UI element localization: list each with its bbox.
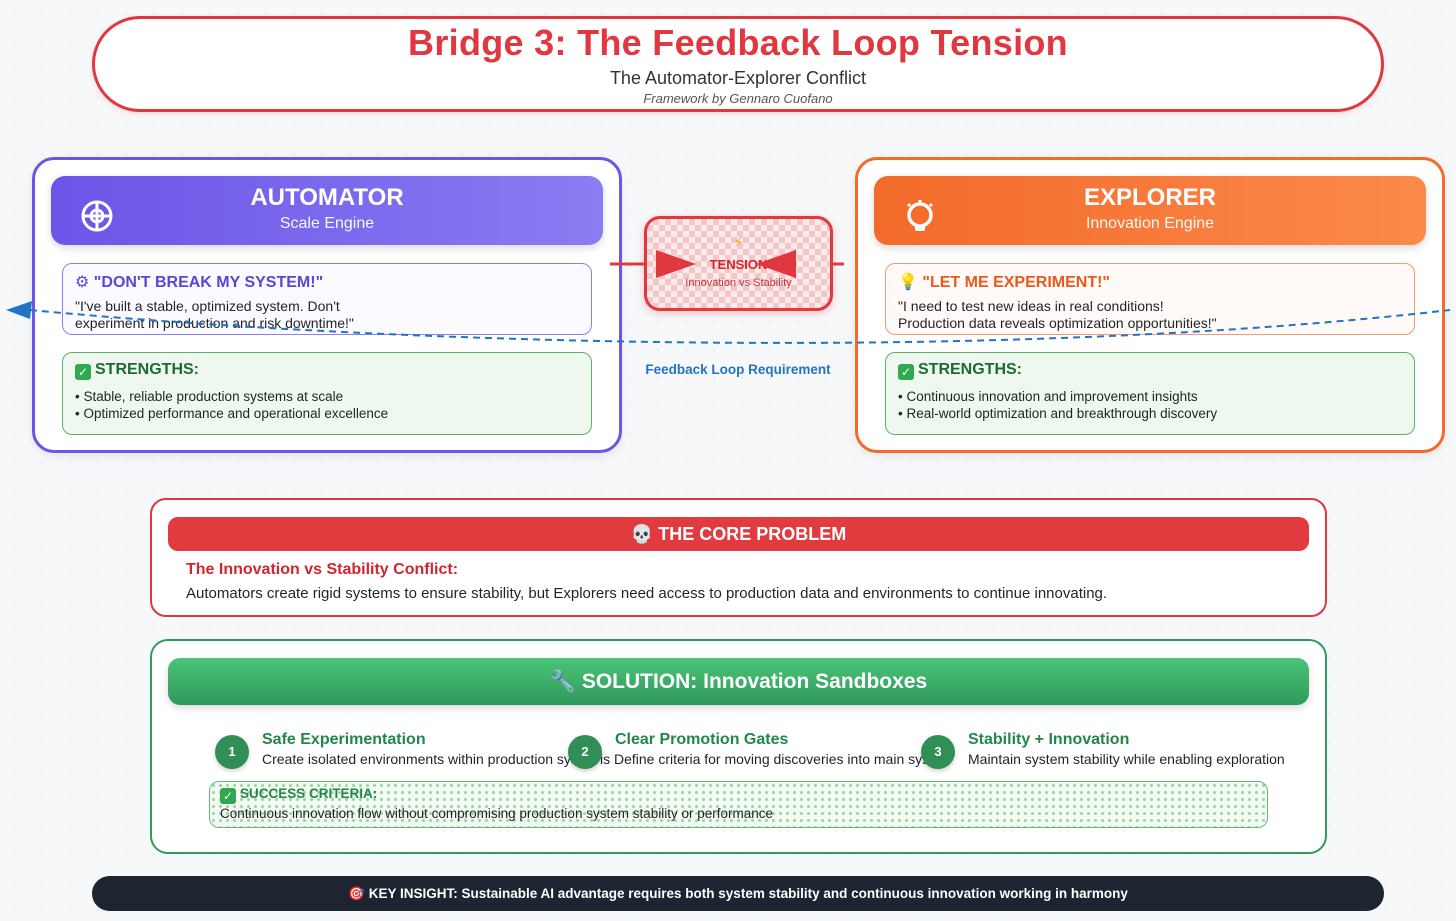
- page-subtitle: The Automator-Explorer Conflict: [609, 68, 867, 88]
- step-1-title: Safe Experimentation: [262, 731, 426, 748]
- automator-subtitle: Scale Engine: [279, 215, 375, 232]
- core-problem-text: Automators create rigid systems to ensur…: [186, 585, 1108, 602]
- lightning-icon: ⚡: [733, 235, 744, 251]
- feedback-arrowhead: [6, 301, 32, 319]
- lightbulb-icon: [906, 200, 934, 231]
- feedback-loop-path: [29, 309, 1451, 344]
- automator-quote-heading: ⚙ "DON'T BREAK MY SYSTEM!": [75, 272, 579, 292]
- automator-strengths-box: ✓STRENGTHS: • Stable, reliable productio…: [62, 352, 592, 435]
- check-icon: ✓: [898, 364, 914, 380]
- gear-icon: ⚙: [75, 272, 90, 291]
- explorer-strength-item: • Continuous innovation and improvement …: [898, 389, 1198, 404]
- automator-strengths-heading-text: STRENGTHS:: [95, 361, 199, 378]
- explorer-strengths-heading: ✓STRENGTHS:: [898, 361, 1402, 380]
- core-problem-heading: The Innovation vs Stability Conflict:: [186, 561, 459, 578]
- explorer-quote-heading: 💡 "LET ME EXPERIMENT!": [898, 272, 1402, 292]
- explorer-subtitle: Innovation Engine: [1085, 215, 1215, 232]
- solution-title: SOLUTION: Innovation Sandboxes: [581, 670, 928, 693]
- tension-arrowheads: [656, 250, 796, 278]
- explorer-strength-item: • Real-world optimization and breakthrou…: [898, 406, 1218, 421]
- step-2-title: Clear Promotion Gates: [615, 731, 789, 748]
- bulb-icon: 💡: [898, 272, 918, 291]
- success-criteria-heading-text: SUCCESS CRITERIA:: [240, 786, 378, 801]
- explorer-strengths-box: ✓STRENGTHS: • Continuous innovation and …: [885, 352, 1415, 435]
- success-criteria-box: ✓ SUCCESS CRITERIA: Continuous innovation…: [209, 781, 1268, 828]
- step-3-title: Stability + Innovation: [968, 731, 1130, 748]
- key-insight-text: KEY INSIGHT: Sustainable AI advantage re…: [368, 886, 1128, 901]
- explorer-quote-line-2: Production data reveals optimization opp…: [898, 315, 1217, 331]
- explorer-title: EXPLORER: [1083, 184, 1217, 211]
- step-1-number: 1: [215, 735, 249, 769]
- left-pointing-arrowhead: [756, 250, 796, 278]
- step-1-desc: Create isolated environments within prod…: [262, 751, 582, 767]
- step-3-desc: Maintain system stability while enabling…: [968, 751, 1285, 767]
- skull-icon: 💀: [630, 524, 654, 545]
- automator-strength-item: • Optimized performance and operational …: [75, 406, 389, 421]
- automator-quote-heading-text: "DON'T BREAK MY SYSTEM!": [93, 274, 324, 291]
- key-insight-bar: 🎯 KEY INSIGHT: Sustainable AI advantage …: [92, 876, 1384, 911]
- feedback-loop-label: Feedback Loop Requirement: [645, 362, 831, 377]
- automator-title: AUTOMATOR: [250, 184, 404, 211]
- page-byline: Framework by Gennaro Cuofano: [643, 91, 833, 106]
- tension-title: TENSION: [709, 257, 768, 272]
- step-2-desc: is Define criteria for moving discoverie…: [600, 751, 928, 767]
- automator-quote-line-2: experiment in production and risk downti…: [75, 315, 354, 331]
- page-title: Bridge 3: The Feedback Loop Tension: [408, 22, 1068, 63]
- step-2-number: 2: [568, 735, 602, 769]
- wrench-icon: 🔧: [549, 669, 576, 693]
- automator-strengths-heading: ✓STRENGTHS:: [75, 361, 579, 380]
- target-icon: 🎯: [348, 886, 365, 902]
- automator-strength-item: • Stable, reliable production systems at…: [75, 389, 344, 404]
- solution-bar: 🔧 SOLUTION: Innovation Sandboxes: [168, 658, 1309, 705]
- tension-subtitle: Innovation vs Stability: [685, 277, 792, 289]
- success-criteria-heading: ✓ SUCCESS CRITERIA:: [220, 786, 1257, 804]
- automator-quote-box: ⚙ "DON'T BREAK MY SYSTEM!" "I've built a…: [62, 263, 592, 335]
- feedback-loop-curve: [6, 301, 1451, 344]
- explorer-quote-line-1: "I need to test new ideas in real condit…: [898, 298, 1164, 314]
- check-icon: ✓: [75, 364, 91, 380]
- title-banner: Bridge 3: The Feedback Loop Tension The …: [92, 16, 1384, 112]
- crosshair-icon: [81, 200, 113, 232]
- explorer-quote-heading-text: "LET ME EXPERIMENT!": [922, 274, 1110, 291]
- core-problem-bar: 💀 THE CORE PROBLEM: [168, 517, 1309, 551]
- tension-box: ⚡ TENSION Innovation vs Stability: [644, 216, 833, 311]
- core-problem-title: THE CORE PROBLEM: [658, 524, 847, 544]
- step-2-desc-text: Define criteria for moving discoveries i…: [614, 751, 928, 767]
- automator-quote-line-1: "I've built a stable, optimized system. …: [75, 298, 340, 314]
- check-icon: ✓: [220, 788, 236, 804]
- automator-banner: AUTOMATOR Scale Engine: [51, 176, 603, 245]
- explorer-banner: EXPLORER Innovation Engine: [874, 176, 1426, 245]
- explorer-strengths-heading-text: STRENGTHS:: [918, 361, 1022, 378]
- step-3-number: 3: [921, 735, 955, 769]
- right-pointing-arrowhead: [656, 250, 696, 278]
- success-criteria-text: Continuous innovation flow without compr…: [220, 806, 774, 821]
